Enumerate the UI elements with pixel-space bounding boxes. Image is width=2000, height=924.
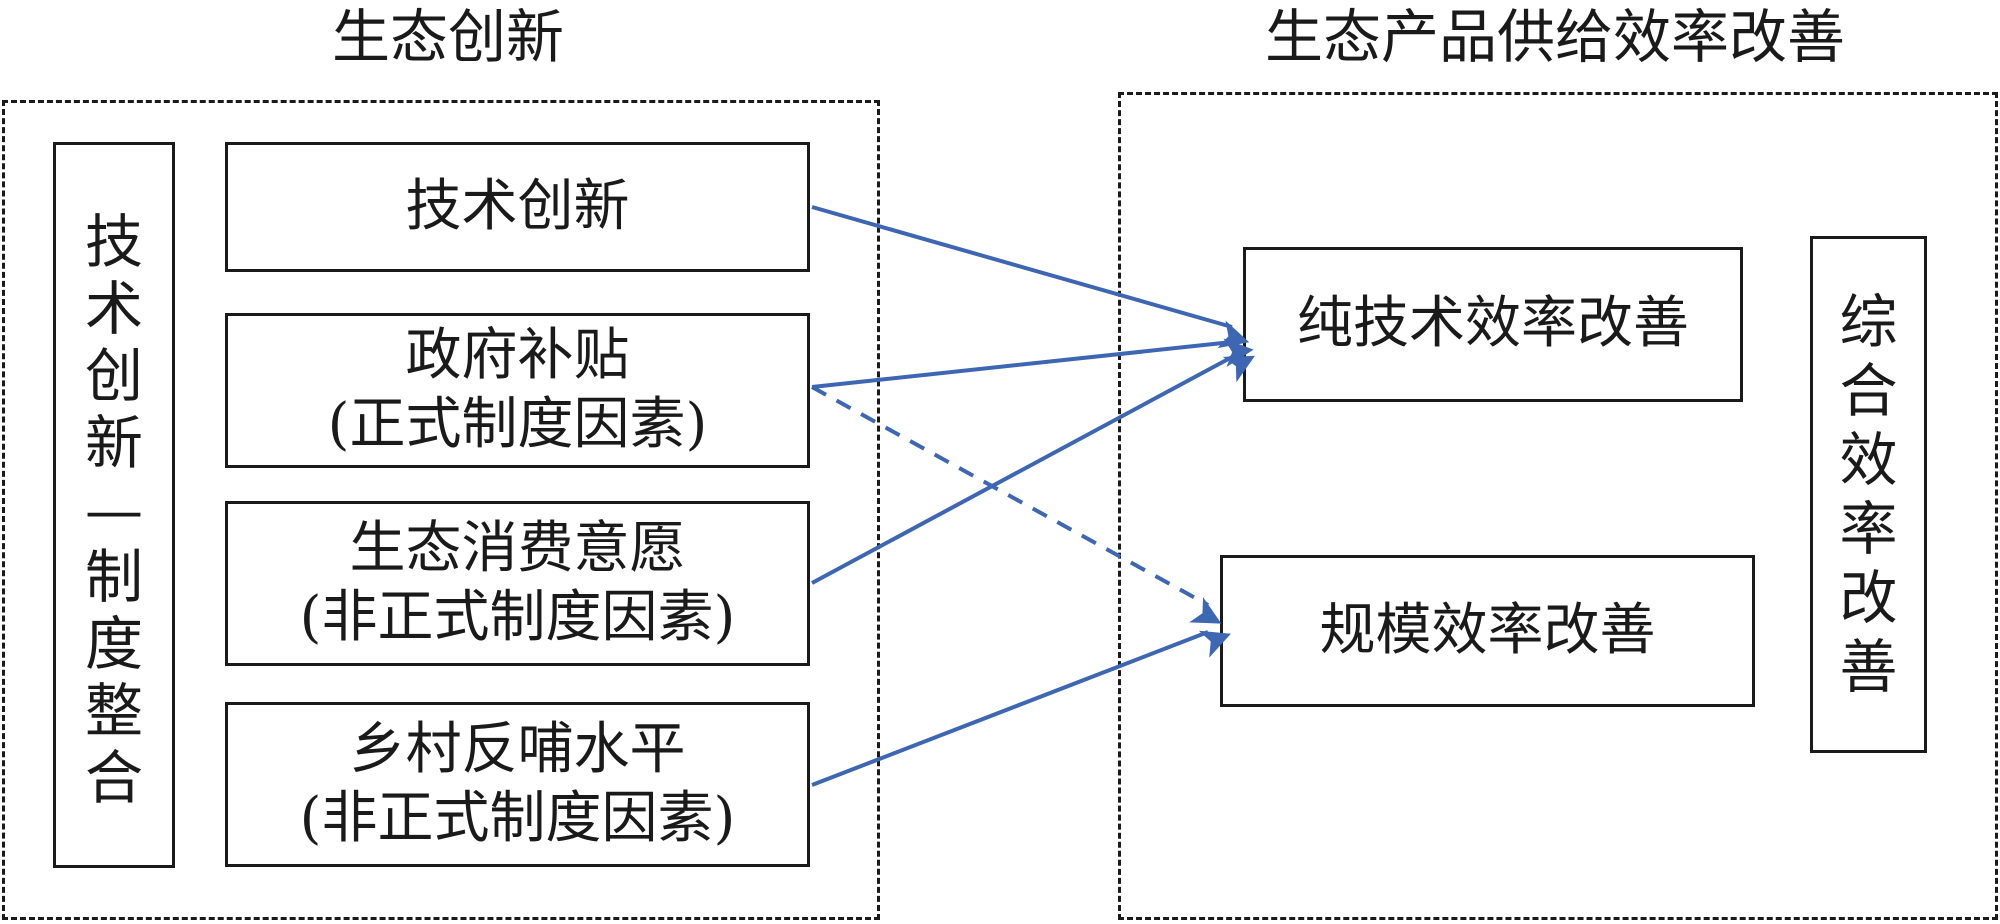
arrow-consumption-to-pure-tech [811, 355, 1255, 585]
overall-efficiency-label: 综 合 效 率 改 善 [1810, 236, 1927, 753]
box-label: 技术创新 [405, 173, 630, 239]
vertical-char: 制 [84, 543, 143, 611]
arrow-tech-to-pure-tech [811, 205, 1250, 349]
vertical-char: 合 [1839, 357, 1898, 425]
government-subsidy-box: 政府补贴 (正式制度因素) [225, 313, 810, 468]
eco-consumption-willingness-box: 生态消费意愿 (非正式制度因素) [225, 501, 810, 666]
pure-technical-efficiency-box: 纯技术效率改善 [1243, 247, 1743, 402]
ecological-innovation-group [2, 100, 880, 920]
vertical-char: — [85, 476, 143, 544]
vertical-char: 善 [1839, 633, 1898, 701]
vertical-char: 率 [1839, 495, 1898, 563]
scale-efficiency-box: 规模效率改善 [1220, 555, 1755, 707]
box-sublabel: (非正式制度因素) [299, 785, 736, 851]
box-label: 政府补贴 [405, 323, 630, 389]
tech-innovation-box: 技术创新 [225, 142, 810, 272]
box-sublabel: (非正式制度因素) [299, 584, 736, 650]
box-label: 乡村反哺水平 [349, 717, 686, 783]
supply-efficiency-group [1118, 92, 1998, 920]
arrow-subsidy-to-pure-tech [811, 338, 1254, 389]
tech-institution-integration-label: 技 术 创 新 — 制 度 整 合 [53, 142, 175, 868]
vertical-char: 整 [84, 677, 143, 745]
vertical-char: 合 [84, 744, 143, 812]
arrow-rural-to-scale [811, 630, 1231, 787]
box-label: 纯技术效率改善 [1297, 291, 1689, 357]
vertical-char: 创 [84, 342, 143, 410]
vertical-char: 技 [84, 208, 143, 276]
box-label: 规模效率改善 [1319, 597, 1656, 663]
vertical-char: 度 [84, 610, 143, 678]
rural-feedback-level-box: 乡村反哺水平 (非正式制度因素) [225, 702, 810, 867]
box-sublabel: (正式制度因素) [327, 391, 708, 457]
right-group-title: 生态产品供给效率改善 [1265, 3, 1846, 71]
vertical-char: 新 [84, 409, 143, 477]
vertical-char: 效 [1839, 426, 1898, 494]
box-label: 生态消费意愿 [349, 516, 686, 582]
arrow-subsidy-to-scale-dashed [811, 385, 1222, 624]
vertical-char: 综 [1839, 288, 1898, 356]
left-group-title: 生态创新 [332, 3, 565, 71]
vertical-char: 改 [1839, 564, 1898, 632]
vertical-char: 术 [84, 275, 143, 343]
